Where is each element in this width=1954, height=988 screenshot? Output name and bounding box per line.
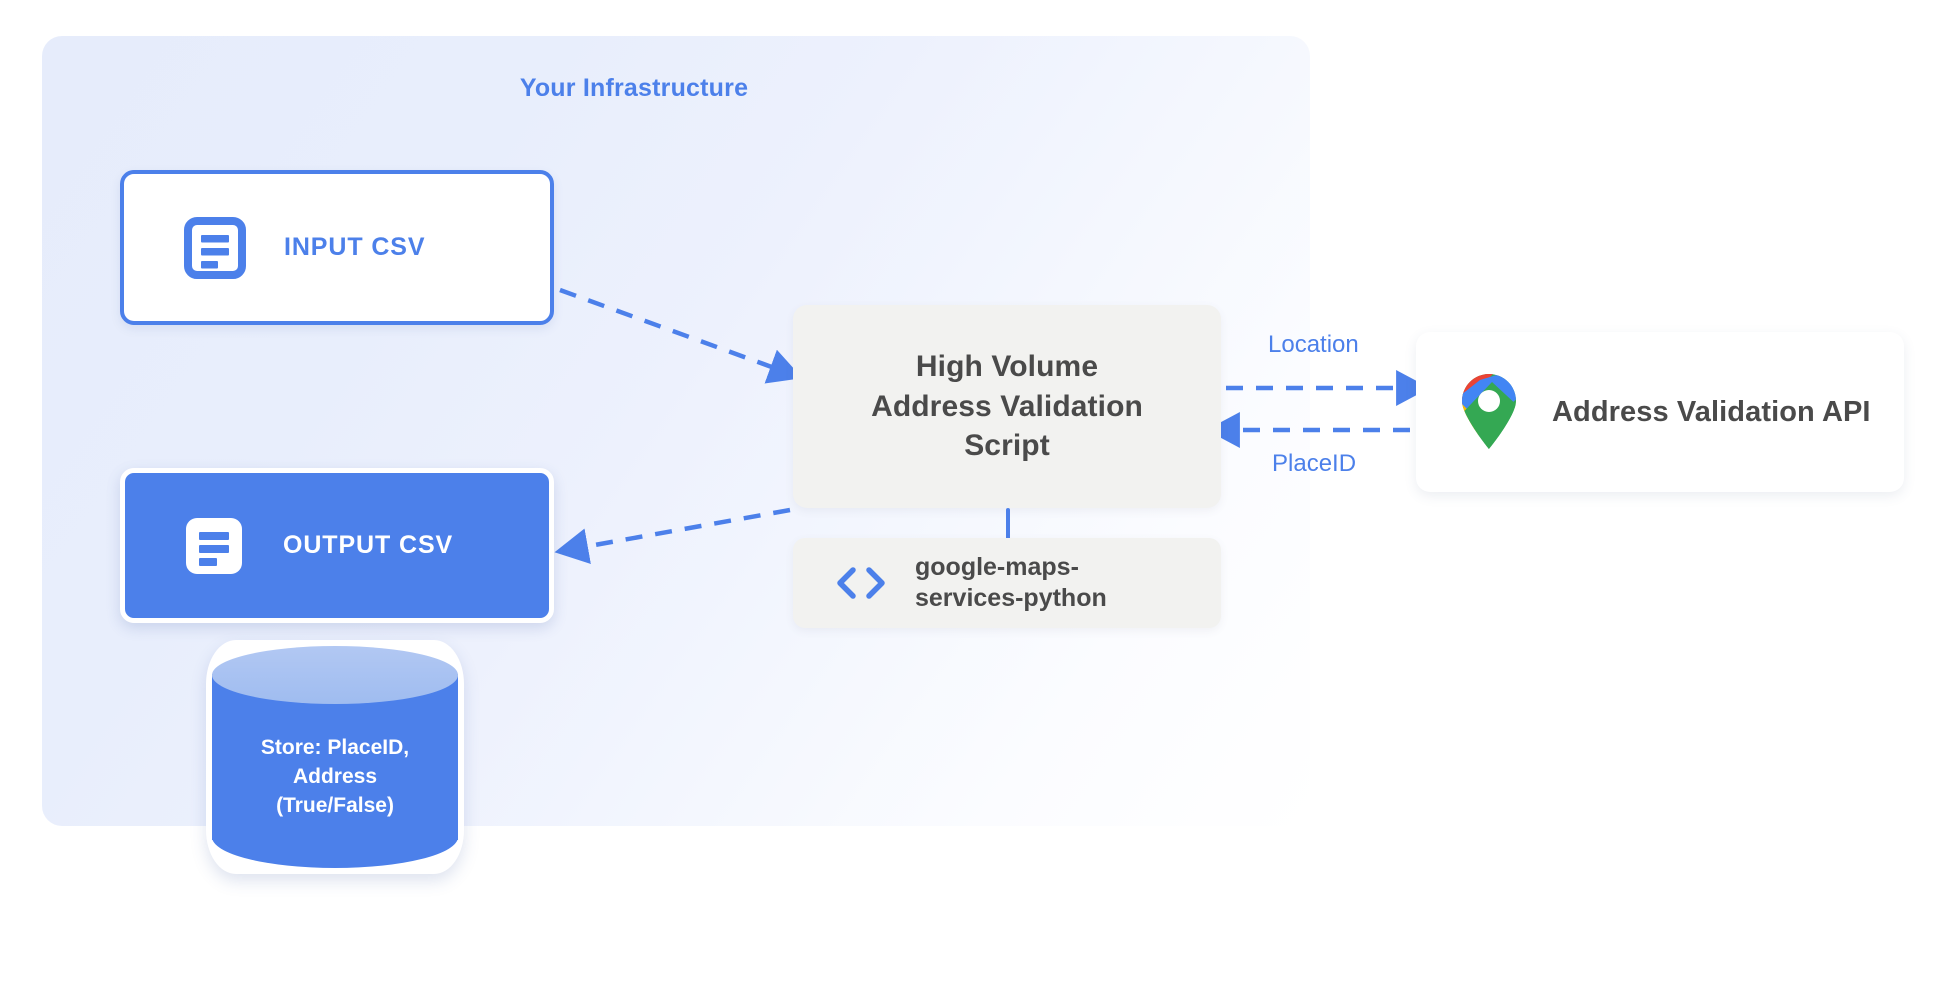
document-icon [183,515,245,577]
library-label-line1: google-maps- [915,552,1079,581]
output-csv-node[interactable]: OUTPUT CSV [120,468,554,623]
database-top-ellipse [212,646,458,704]
script-label-line2: Address Validation [871,389,1143,423]
database-label-line3: (True/False) [276,793,394,817]
input-csv-label: INPUT CSV [284,233,426,261]
client-library-label: google-maps- services-python [915,552,1107,615]
script-label-line3: Script [964,429,1050,463]
output-csv-label: OUTPUT CSV [283,531,454,559]
document-icon [184,216,246,279]
edge-label-placeid: PlaceID [1272,450,1357,477]
address-validation-api-label: Address Validation API [1552,395,1871,428]
database-label-line1: Store: PlaceID, [260,736,410,759]
database-label-line2: Address [292,764,378,788]
library-label-line2: services-python [915,584,1107,612]
input-csv-node[interactable]: INPUT CSV [120,170,554,325]
script-library-connector [1006,508,1010,542]
address-validation-api-node[interactable]: Address Validation API [1416,332,1904,492]
database-node[interactable]: Store: PlaceID, Address (True/False) [206,640,464,874]
validation-script-node[interactable]: High Volume Address Validation Script [793,305,1221,508]
database-label: Store: PlaceID, Address (True/False) [212,734,458,821]
infrastructure-title: Your Infrastructure [519,74,749,102]
script-label-line1: High Volume [915,350,1099,384]
validation-script-label: High Volume Address Validation Script [871,347,1143,466]
client-library-node[interactable]: google-maps- services-python [793,538,1221,628]
code-brackets-icon [833,565,889,601]
edge-label-location: Location [1268,331,1359,358]
google-maps-pin-icon [1458,373,1520,450]
